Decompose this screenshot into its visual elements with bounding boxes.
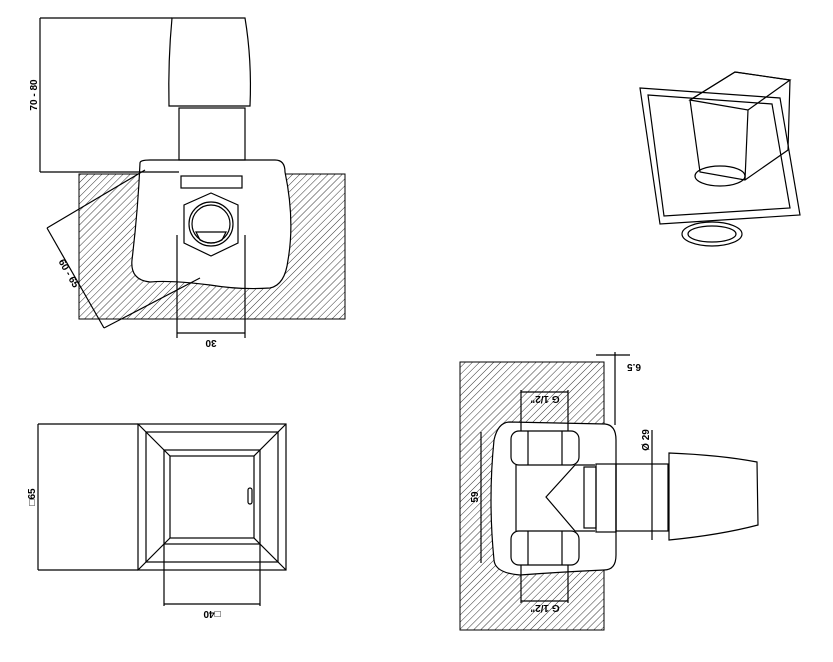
dimension-depth-59: 59: [470, 491, 481, 503]
thread-bottom-label: G 1/2": [530, 602, 559, 613]
dimension-width-30: 30: [205, 337, 217, 348]
top-view: □65 □40: [27, 423, 287, 619]
dimension-height-range: 70 - 80: [29, 79, 40, 111]
offset-label: 6.5: [627, 361, 641, 372]
dimension-diagonal: 60 - 65: [56, 258, 81, 291]
perspective-view: [639, 71, 801, 247]
front-view: 70 - 80 60 - 65 30: [29, 17, 346, 348]
thread-top-label: G 1/2": [530, 393, 559, 404]
side-section-view: 59 G 1/2" G 1/2" Ø 29 6.5: [459, 352, 759, 631]
dimension-square-65: □65: [27, 488, 38, 506]
dimension-square-40: □40: [203, 608, 221, 619]
diameter-label: Ø 29: [641, 429, 652, 451]
